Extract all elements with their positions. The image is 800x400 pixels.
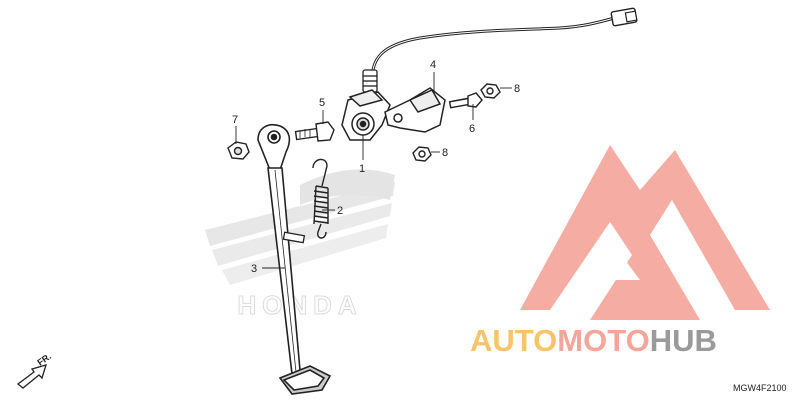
bolt-6 bbox=[448, 92, 483, 109]
side-stand-switch bbox=[341, 89, 391, 141]
callout-8-upper: 8 bbox=[514, 83, 520, 95]
honda-wordmark: HONDA bbox=[237, 290, 362, 320]
honda-wing-logo: HONDA bbox=[205, 169, 395, 321]
leader-lines bbox=[235, 72, 512, 269]
callout-6: 6 bbox=[469, 123, 475, 135]
connector-icon bbox=[610, 7, 638, 27]
switch-cover bbox=[384, 87, 446, 133]
side-stand bbox=[257, 124, 332, 395]
front-direction-arrow: FR. bbox=[16, 351, 53, 389]
flange-bolt-upper bbox=[480, 83, 501, 99]
front-label: FR. bbox=[35, 351, 53, 368]
watermark-logo bbox=[520, 145, 770, 320]
pivot-bolt bbox=[294, 121, 335, 142]
wire-boot bbox=[362, 69, 378, 93]
callout-8-lower: 8 bbox=[442, 147, 448, 159]
nut-7 bbox=[227, 141, 250, 160]
watermark-hub: HUB bbox=[650, 323, 717, 358]
diagram-code: MGW4F2100 bbox=[733, 383, 787, 393]
callout-1: 1 bbox=[359, 163, 365, 175]
watermark-wordmark: AUTOMOTOHUB bbox=[470, 323, 717, 358]
spring-2 bbox=[312, 158, 329, 239]
callout-5: 5 bbox=[319, 97, 325, 109]
callout-3: 3 bbox=[251, 263, 257, 275]
flange-bolt-lower bbox=[412, 146, 432, 162]
spring-pin bbox=[282, 231, 306, 244]
callout-7: 7 bbox=[232, 114, 238, 126]
svg-text:AUTOMOTOHUB: AUTOMOTOHUB bbox=[470, 323, 717, 358]
callout-4: 4 bbox=[430, 59, 436, 71]
watermark-moto: MOTO bbox=[557, 323, 649, 358]
sensor-wire bbox=[370, 16, 616, 81]
callout-2: 2 bbox=[337, 205, 343, 217]
watermark-auto: AUTO bbox=[470, 323, 557, 358]
